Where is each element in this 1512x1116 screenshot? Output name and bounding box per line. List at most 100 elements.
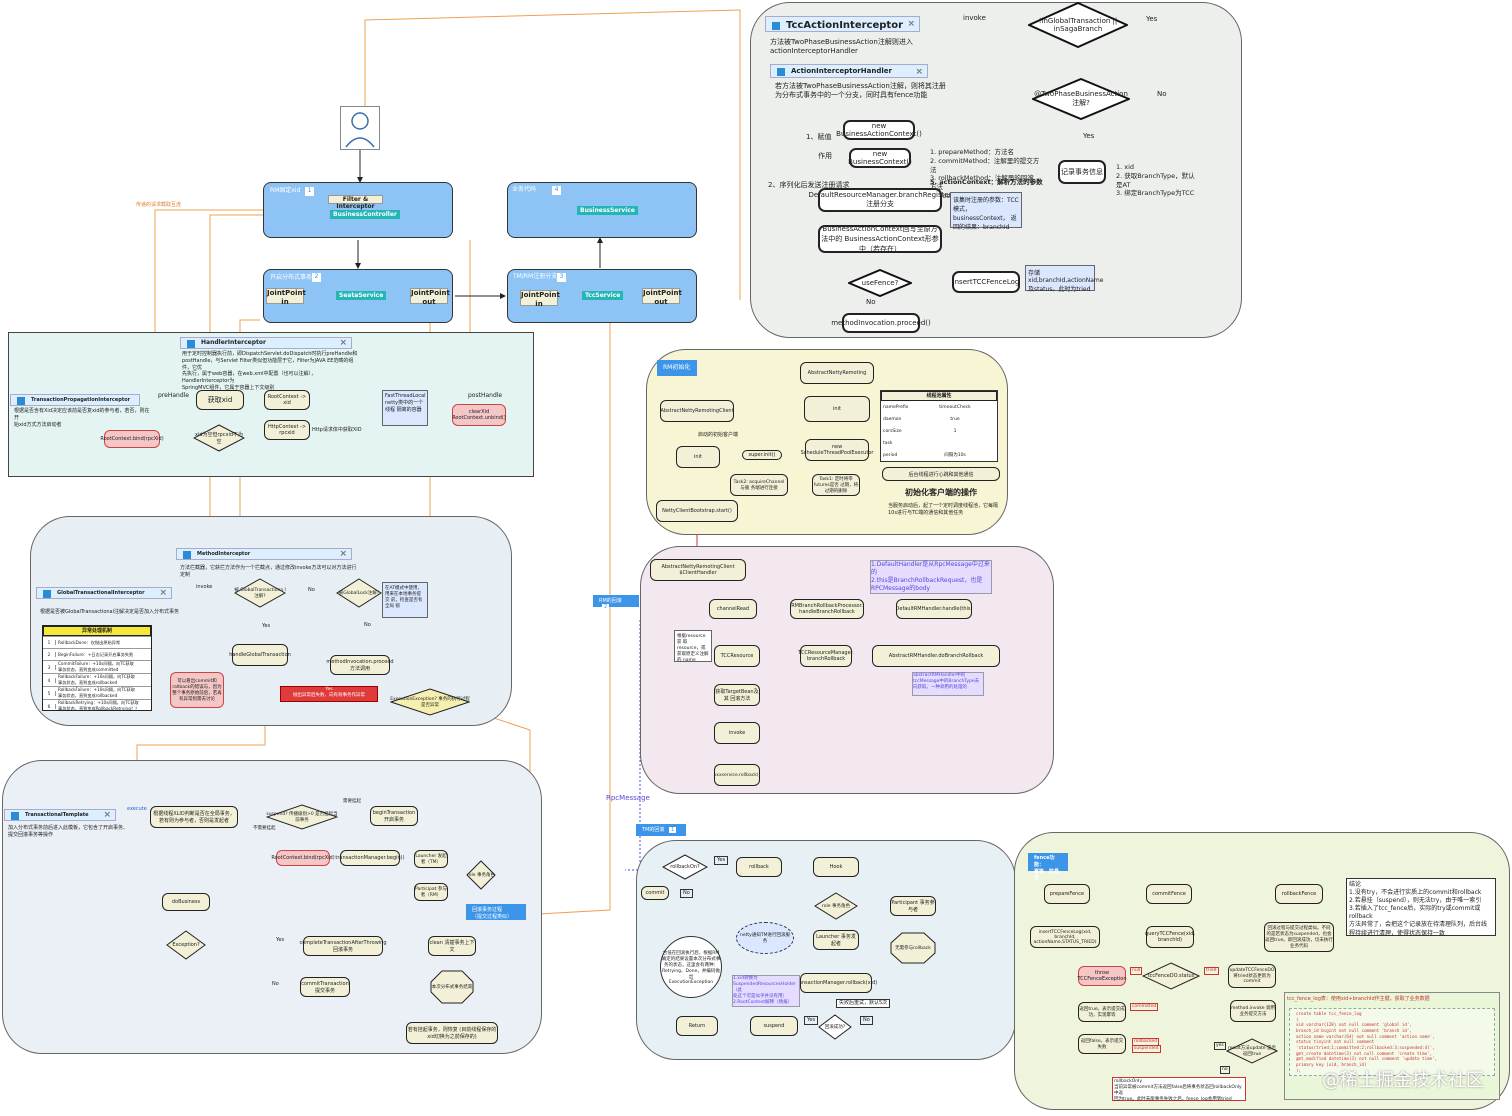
throw-exception-node: throw TCCFenceException <box>1078 966 1127 986</box>
root-context-node: RootContext -> xid <box>264 390 310 410</box>
close-icon[interactable]: × <box>159 588 167 598</box>
tm-participant-node: Participant 事务参与者 <box>890 896 936 916</box>
box4-num: 4 <box>552 186 561 195</box>
threadlocal-note: FastThreadLocal netty类中的一个线程 隔离的容器 <box>382 390 428 426</box>
task2-node: Task2: acquireChannel 与服 务端进行连接 <box>730 474 788 496</box>
rm-init-tag: RM初始化 <box>657 360 697 376</box>
clear-xid-node: clearXid RootContext.unbind() <box>452 404 506 426</box>
business-service-chip[interactable]: BusinessService <box>577 206 638 215</box>
no-label-5: No <box>272 981 279 987</box>
start-label: 启动的初始客户端 <box>698 432 739 438</box>
tcc-resource-manager-node: TCCResourceManager. branchRollback <box>798 645 854 667</box>
decide-node: 根据线程XLID判断是否在全局事务， 若有则为参与者，否则是发起者 <box>150 806 238 828</box>
saga-diamond: !inGlobalTransaction || inSagaBranch <box>1028 2 1128 48</box>
pool-props-header: 线程池属性 <box>881 391 997 401</box>
exception-row-text: BeginFailure：+日志记录开启事务失败 <box>58 651 134 657</box>
yes-label-tm: Yes <box>714 856 729 865</box>
tcc-service-chip[interactable]: TccService <box>582 291 624 300</box>
pool-prop-row: namePrefix timeoutCheck <box>881 401 997 413</box>
handler-desc: 用于定时控制器执行前，即DispatchServlet.doDispatch时执… <box>182 351 358 391</box>
pool-prop-row: task <box>881 437 997 449</box>
tpi-title: TransactionPropagationInterceptor <box>10 394 140 406</box>
filter-chip[interactable]: Filter & Interceptor <box>328 195 383 210</box>
yes-label-4: Yes <box>276 937 285 943</box>
exception-row-num: 4 <box>43 677 56 683</box>
method-desc: 方法拦截器，它获拦方法作为一个拦截点，通过修改invoke方法可以对方法进行 定… <box>180 565 357 578</box>
launcher-node: Launcher 发起者（TM） <box>414 850 448 868</box>
rollback-label: 回滚事务过程 （提交过程类似） <box>466 904 526 920</box>
close-icon[interactable]: × <box>339 549 347 559</box>
annotation-diamond: @TwoPhaseBusinessAction 注解? <box>1032 78 1130 120</box>
tm-begin-node: transactionManager.begin() <box>335 850 405 866</box>
seata-service-chip[interactable]: SeataService <box>336 291 387 300</box>
insert-note: 存储xid,branchId,actionName 及status。此时为tri… <box>1025 265 1103 293</box>
exception-row-text: RollbackFailure：+10s间隔，向TC获取 事务状态，直到变成ro… <box>58 674 135 685</box>
box3-title: TM/RM注册分支 <box>513 273 558 280</box>
update-true-diamond: result方法update 是否返回true <box>1226 1038 1278 1064</box>
interceptor-icon <box>772 22 780 30</box>
handle-global-node: handleGlobalTransaction <box>229 644 291 666</box>
update-fence-node: updateTCCFenceDO 将tried状态更新为 commit <box>1228 964 1276 988</box>
template-title: TransactionalTemplate × <box>4 809 116 821</box>
http-context-node: HttpContext -> rpcxid <box>264 420 310 440</box>
interceptor-icon <box>43 590 51 598</box>
fields-bold: 5. actionContext：解析方法的参数 <box>930 178 1043 186</box>
sql-title: tcc_fence_log表：使用xid+branchId作主键，获取了业务数据 <box>1287 996 1430 1002</box>
bac-node-1: new BusinessActionContext() <box>836 120 922 140</box>
http-note: Http请求体中获取XID <box>312 427 362 433</box>
joint-point-out[interactable]: JointPoint out <box>410 288 450 307</box>
xxx-rollback-node: xxxservice.rollback() <box>714 764 760 786</box>
execution-exception-diamond: ExecutionException? 事务的执行过程是否异常 <box>390 688 470 716</box>
tpi-desc: 根据是否含有Xid决定应该前是否复xid的参与者，若否，则在开 始xid方式方法… <box>14 408 150 428</box>
init-node-2: init <box>676 446 720 468</box>
register-node: DefaultResourceManager.branchRegister 注册… <box>808 188 952 212</box>
joint-point-in[interactable]: JointPoint in <box>266 288 306 307</box>
channel-read-node: channelRead <box>709 599 757 619</box>
yes-label: Yes <box>1146 15 1158 23</box>
controller-chip[interactable]: BusinessController <box>330 210 400 219</box>
fence-insert-node: insertTCCFenceLog(xid, branchId, actionN… <box>1030 926 1100 948</box>
joint-point-in-2[interactable]: JointPoint in <box>520 290 560 309</box>
template-desc: 加入分布式事务前后进入此模板，它包含了开启事务、 提交回滚事务等操作 <box>8 825 129 838</box>
sql-code: create table tcc_fence_log ( xid varchar… <box>1289 1008 1495 1077</box>
dobusiness-node: doBusiness <box>162 893 210 911</box>
resource-note: 根据resource获 取resource，或 获取原定义注解的 name <box>674 630 712 663</box>
posthandle-label: postHandle <box>468 392 503 399</box>
abstract-rm-node: AbstractRMHandler.doBranchRollback <box>872 645 1000 667</box>
suspend-diamond: suspend? 传播级别>0 是否挂起当前事务 <box>266 804 338 830</box>
lock-note: 在AT模式中使用， 用来在本地事务提交 前，检查是否有全局 锁 <box>382 582 428 618</box>
task1-node: Task1: 定时将带futures是否 过期，将过期的删除 <box>812 474 860 496</box>
pool-prop-key: namePrefix <box>883 404 909 410</box>
prepare-fence-node: prepareFence <box>1044 884 1090 904</box>
close-icon[interactable]: × <box>907 19 915 29</box>
tm-rollback-tag: TM的回滚 1 <box>636 824 686 836</box>
pool-prop-value: timeoutCheck <box>939 404 971 410</box>
user-icon <box>345 112 375 148</box>
joint-point-out-2[interactable]: JointPoint out <box>642 288 682 307</box>
record-node: 记录事务信息 <box>1058 160 1106 184</box>
close-icon[interactable]: × <box>339 338 347 348</box>
ar-node: AbstractNettyRemoting <box>800 362 874 384</box>
pool-prop-key: daemon <box>883 416 902 422</box>
close-icon[interactable]: × <box>103 810 111 820</box>
commit-rollback-note: 可以看出commit和 rollback的错误与，因为 整个事务原始前后，若再 … <box>170 672 224 708</box>
record-list: 1. xid 2. 获取BranchType，默认 是AT 3. 绑定Branc… <box>1116 163 1195 198</box>
rollback-only-note: rollbackOnly 当前异常被commit方法返回false后将事务状态回… <box>1112 1077 1246 1102</box>
exception-diamond: Exception? <box>166 930 206 960</box>
exception-row-text: CommitFailure：+10s间隔，向TC获取 事务状态，直到变成comm… <box>58 661 134 672</box>
interceptor-icon <box>183 551 191 559</box>
close-icon[interactable]: × <box>915 67 923 77</box>
rollbackon-diamond: rollbackOn? <box>662 854 708 880</box>
yes-label-fence: yes <box>1214 1042 1226 1051</box>
no-label: No <box>1157 90 1167 98</box>
clean-node: clean 清楚事务上下文 <box>428 936 476 956</box>
fence-status-diamond: tccFenceDO.status <box>1142 962 1200 990</box>
no-rollback-octagon: 无需参与rollback <box>890 932 936 964</box>
